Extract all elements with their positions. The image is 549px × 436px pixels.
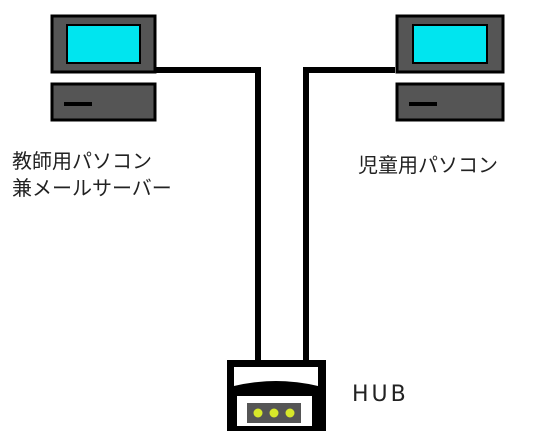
hub-led-3 (285, 408, 295, 418)
hub-led-2 (269, 408, 279, 418)
teacher-computer-icon (50, 14, 157, 122)
hub-led-1 (253, 408, 263, 418)
student-pc-label: 児童用パソコン (358, 153, 498, 177)
hub-icon (227, 360, 326, 431)
cable-student-to-hub (303, 67, 395, 363)
disk-drive (64, 102, 92, 106)
monitor-screen (66, 24, 141, 64)
teacher-pc-label: 教師用パソコン 兼メールサーバー (12, 148, 172, 202)
teacher-pc-label-line2: 兼メールサーバー (12, 176, 172, 200)
student-computer-icon (395, 14, 505, 122)
disk-drive (409, 102, 437, 106)
network-cables (156, 67, 395, 363)
hub-top-face (234, 367, 318, 386)
cable-teacher-to-hub (156, 67, 261, 363)
hub-label: HUB (352, 382, 409, 407)
monitor-screen (412, 24, 488, 64)
teacher-pc-label-line1: 教師用パソコン (12, 149, 152, 173)
